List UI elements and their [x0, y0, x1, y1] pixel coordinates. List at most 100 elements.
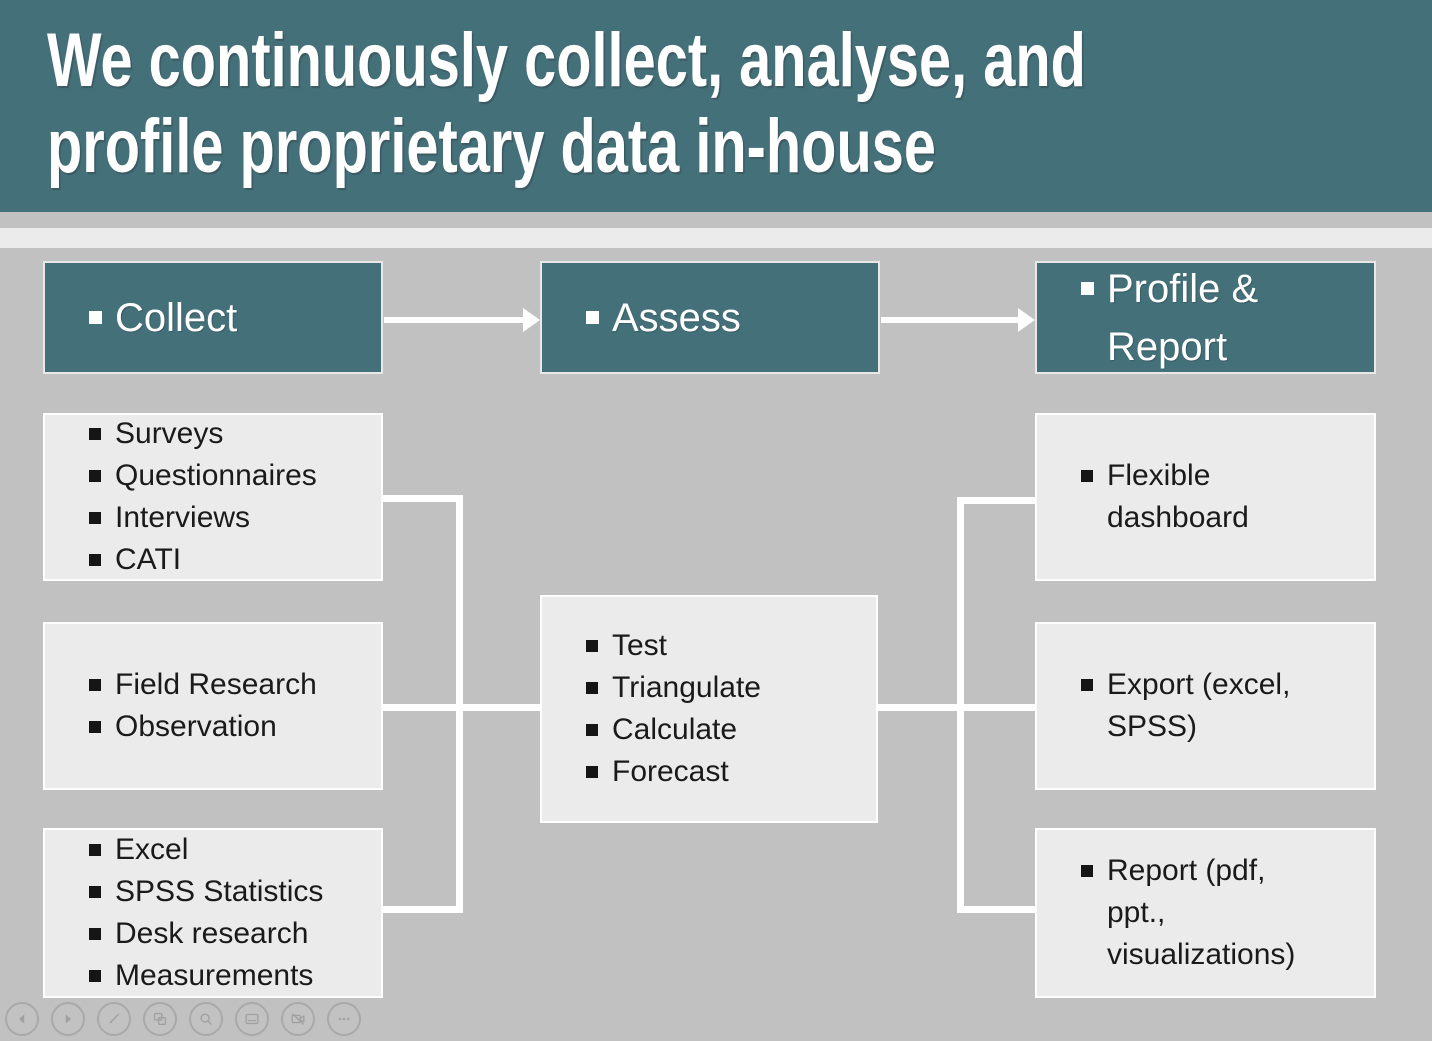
zoom-icon: [197, 1010, 215, 1028]
square-bullet-icon: [1081, 470, 1093, 482]
bullet-list: Test Triangulate Calculate Forecast: [542, 625, 876, 793]
next-slide-button[interactable]: [51, 1002, 85, 1036]
list-item: Desk research: [89, 913, 367, 955]
bullet-list: Excel SPSS Statistics Desk research Meas…: [45, 829, 381, 997]
list-item: Measurements: [89, 955, 367, 997]
list-item: Test: [586, 625, 862, 667]
list-item-label: Field Research: [115, 668, 317, 701]
list-item-label: CATI: [115, 543, 182, 576]
square-bullet-icon: [1081, 679, 1093, 691]
slide-title: We continuously collect, analyse, and pr…: [47, 18, 1414, 190]
square-bullet-icon: [89, 554, 101, 566]
process-step-collect: Collect: [43, 261, 383, 374]
arrow-head-icon: [1018, 308, 1035, 332]
bullet-list: Flexible dashboard: [1037, 455, 1374, 539]
list-item: Questionnaires: [89, 455, 367, 497]
list-item-label: Excel: [115, 833, 189, 866]
bullet-list: Report (pdf, ppt., visualizations): [1037, 850, 1374, 976]
process-step-label: Assess: [542, 289, 878, 347]
list-item-label: Report (pdf, ppt., visualizations): [1107, 854, 1296, 971]
list-item-label: Calculate: [612, 713, 738, 746]
presenter-toolbar: [5, 1002, 361, 1036]
profile-dashboard-box: Flexible dashboard: [1035, 413, 1376, 581]
flow-arrow-collect-to-assess: [384, 308, 540, 332]
square-bullet-icon: [1081, 865, 1093, 877]
list-item-label: Surveys: [115, 417, 224, 450]
bullet-list: Field Research Observation: [45, 664, 381, 748]
arrow-shaft: [881, 317, 1019, 323]
assess-methods-box: Test Triangulate Calculate Forecast: [540, 595, 878, 823]
process-step-profile-report: Profile & Report: [1035, 261, 1376, 374]
profile-export-box: Export (excel, SPSS): [1035, 622, 1376, 790]
more-options-button[interactable]: [327, 1002, 361, 1036]
square-bullet-icon: [586, 640, 598, 652]
bullet-list: Export (excel, SPSS): [1037, 664, 1374, 748]
list-item: SPSS Statistics: [89, 871, 367, 913]
list-item: Interviews: [89, 497, 367, 539]
square-bullet-icon: [89, 970, 101, 982]
pen-tools-button[interactable]: [97, 1002, 131, 1036]
list-item: CATI: [89, 539, 367, 581]
list-item: Field Research: [89, 664, 367, 706]
list-item: Forecast: [586, 751, 862, 793]
process-step-text: Assess: [612, 295, 741, 340]
list-item-label: Desk research: [115, 917, 309, 950]
process-step-text: Collect: [115, 295, 238, 340]
square-bullet-icon: [586, 682, 598, 694]
all-slides-button[interactable]: [143, 1002, 177, 1036]
subtitles-icon: [243, 1010, 261, 1028]
list-item: Report (pdf, ppt., visualizations): [1081, 850, 1328, 976]
arrow-shaft: [384, 317, 524, 323]
camera-off-icon: [289, 1010, 307, 1028]
list-item: Observation: [89, 706, 367, 748]
more-options-icon: [335, 1010, 353, 1028]
square-bullet-icon: [89, 886, 101, 898]
process-step-assess: Assess: [540, 261, 880, 374]
list-item: Surveys: [89, 413, 367, 455]
flow-arrow-assess-to-profile: [881, 308, 1035, 332]
next-slide-icon: [59, 1010, 77, 1028]
connector-line: [383, 495, 463, 502]
list-item-label: Export (excel, SPSS): [1107, 668, 1291, 743]
list-item-label: SPSS Statistics: [115, 875, 324, 908]
connector-line: [957, 906, 1035, 913]
list-item-label: Measurements: [115, 959, 314, 992]
arrow-head-icon: [523, 308, 540, 332]
profile-report-box: Report (pdf, ppt., visualizations): [1035, 828, 1376, 998]
square-bullet-icon: [89, 721, 101, 733]
zoom-button[interactable]: [189, 1002, 223, 1036]
list-item: Export (excel, SPSS): [1081, 664, 1328, 748]
all-slides-icon: [151, 1010, 169, 1028]
square-bullet-icon: [89, 470, 101, 482]
connector-line: [383, 906, 463, 913]
list-item: Calculate: [586, 709, 862, 751]
square-bullet-icon: [89, 428, 101, 440]
square-bullet-icon: [586, 724, 598, 736]
process-step-text: Profile & Report: [1107, 266, 1259, 369]
list-item: Excel: [89, 829, 367, 871]
square-bullet-icon: [586, 766, 598, 778]
previous-slide-button[interactable]: [5, 1002, 39, 1036]
list-item-label: Forecast: [612, 755, 729, 788]
list-item-label: Observation: [115, 710, 277, 743]
square-bullet-icon: [89, 844, 101, 856]
connector-line: [878, 704, 1035, 711]
slide-title-line-2: profile proprietary data in-house: [47, 104, 936, 189]
bullet-list: Surveys Questionnaires Interviews CATI: [45, 413, 381, 581]
list-item: Triangulate: [586, 667, 862, 709]
list-item-label: Flexible dashboard: [1107, 459, 1249, 534]
slide-title-line-1: We continuously collect, analyse, and: [47, 18, 1086, 103]
list-item-label: Interviews: [115, 501, 251, 534]
list-item: Flexible dashboard: [1081, 455, 1328, 539]
highlight-strip: [0, 228, 1432, 248]
list-item-label: Triangulate: [612, 671, 761, 704]
title-bar: We continuously collect, analyse, and pr…: [0, 0, 1432, 212]
collect-field-box: Field Research Observation: [43, 622, 383, 790]
connector-line: [957, 497, 964, 913]
camera-toggle-button[interactable]: [281, 1002, 315, 1036]
square-bullet-icon: [89, 310, 102, 324]
subtitles-button[interactable]: [235, 1002, 269, 1036]
process-step-label: Profile & Report: [1037, 260, 1374, 376]
connector-line: [456, 495, 463, 913]
